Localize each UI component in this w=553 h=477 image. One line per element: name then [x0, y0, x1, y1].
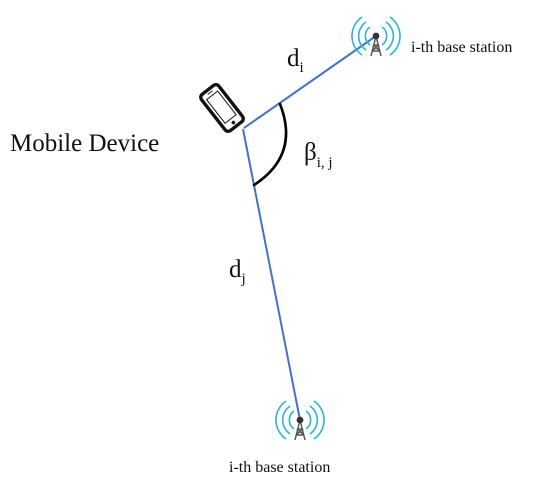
link-to-top-station: [243, 35, 377, 129]
angle-beta: β: [304, 139, 317, 166]
angle-arc: [252, 102, 288, 187]
station-label-bottom: i-th base station: [229, 459, 330, 476]
distance-d: d: [287, 45, 300, 72]
antenna-tower-icon: [351, 16, 401, 57]
link-to-bottom-station: [242, 128, 301, 421]
distance-subscript-i: i: [300, 60, 304, 76]
angle-label: βi, j: [304, 139, 333, 171]
distance-d: d: [229, 256, 242, 283]
mobile-device-label: Mobile Device: [10, 130, 159, 157]
distance-label-i: di: [287, 45, 304, 76]
station-label-top: i-th base station: [411, 39, 512, 56]
antenna-tower-icon: [275, 400, 325, 441]
smartphone-icon: [199, 83, 245, 133]
distance-label-j: dj: [229, 256, 246, 287]
angle-subscript: i, j: [317, 155, 333, 171]
distance-subscript-j: j: [241, 271, 246, 287]
